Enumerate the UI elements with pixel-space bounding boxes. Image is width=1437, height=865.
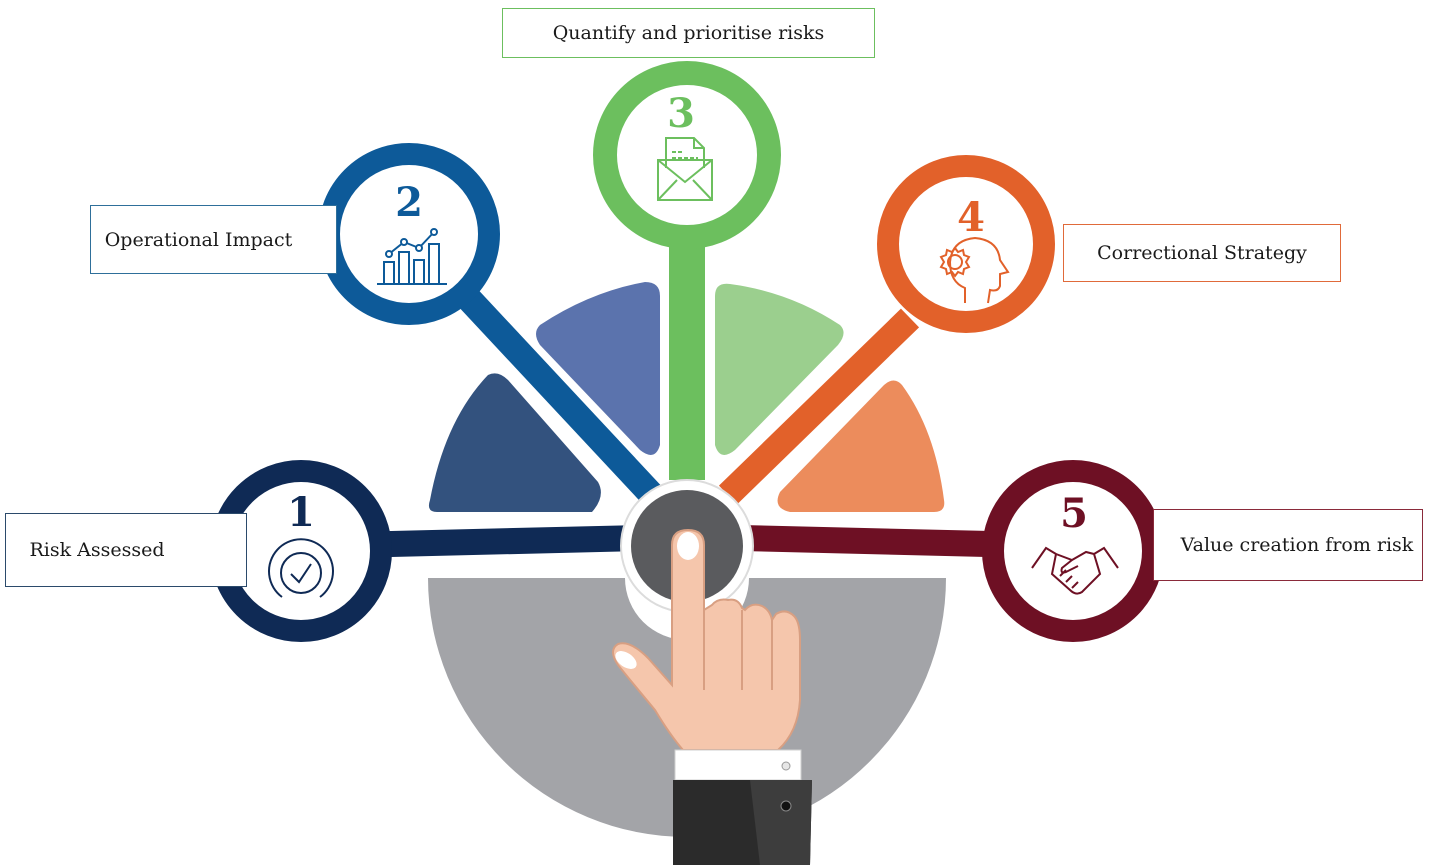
step-1-number: 1 [287,489,315,536]
step-2-label-box: Operational Impact [90,205,337,274]
step-4-label: Correctional Strategy [1097,242,1307,264]
connector-step-4 [718,308,920,505]
bar-chart-trend-icon [377,228,447,285]
step-2-number: 2 [395,179,423,226]
pointing-hand [612,528,812,865]
step-3-ring [593,61,781,249]
connector-step-2 [460,291,662,504]
segment-dark-blue [428,373,601,512]
handshake-icon [1031,546,1119,595]
step-3-label-box: Quantify and prioritise risks [502,8,875,58]
step-4-number: 4 [957,194,985,241]
step-4-label-box: Correctional Strategy [1063,224,1341,282]
step-4-ring [877,155,1055,333]
step-5-label: Value creation from risk [1180,534,1414,556]
segment-light-green [715,283,844,455]
step-2-label: Operational Impact [104,228,293,251]
envelope-document-icon [657,137,713,201]
segment-light-orange [777,380,945,512]
step-2-ring [318,143,500,325]
check-circle-icon [268,538,334,598]
segment-mid-blue [536,282,660,455]
step-1-label: Risk Assessed [29,539,165,561]
step-3-number: 3 [667,90,695,137]
step-5-number: 5 [1060,490,1088,537]
connector-step-1 [349,525,641,558]
step-1-label-box: Risk Assessed [5,513,247,587]
step-3-label: Quantify and prioritise risks [552,22,825,44]
head-gear-icon [939,236,1010,304]
connector-step-5 [739,525,1031,558]
step-5-label-box: Value creation from risk [1153,509,1423,581]
